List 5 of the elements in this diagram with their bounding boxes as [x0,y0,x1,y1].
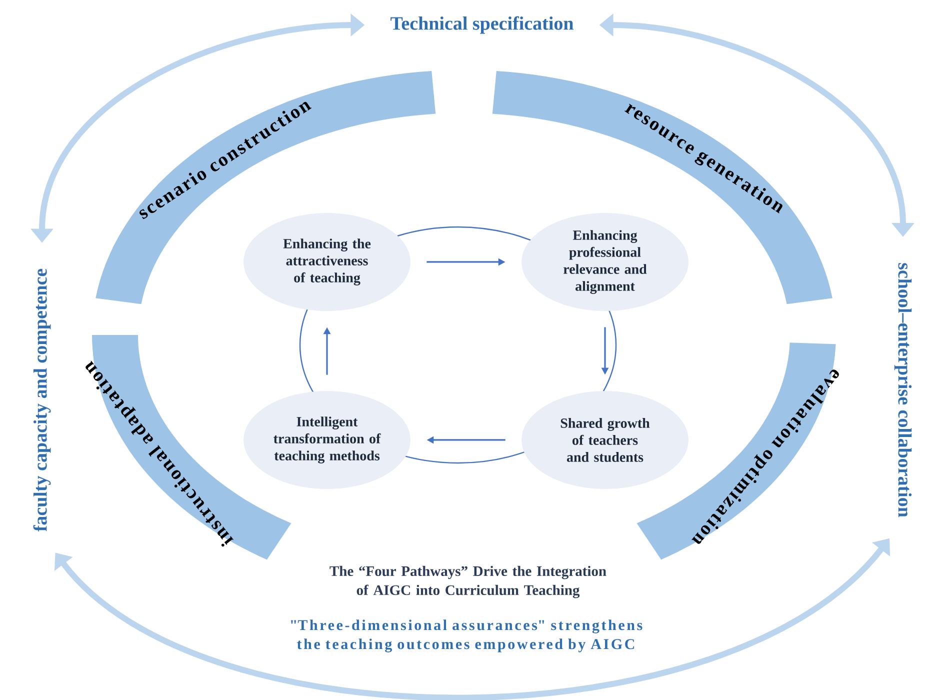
heading-text: Technical specification [390,16,574,34]
heading-text: faculty capacity and competence [33,268,51,532]
heading-text: school–enterprise collaboration [894,263,912,518]
caption: The “Four Pathways” Drive the Integration of AIGC into Curriculum Teaching [330,566,606,598]
edge-label: "Three-dimensional assurances" strengthens the teaching outcomes empowered by AIGC [291,620,642,652]
